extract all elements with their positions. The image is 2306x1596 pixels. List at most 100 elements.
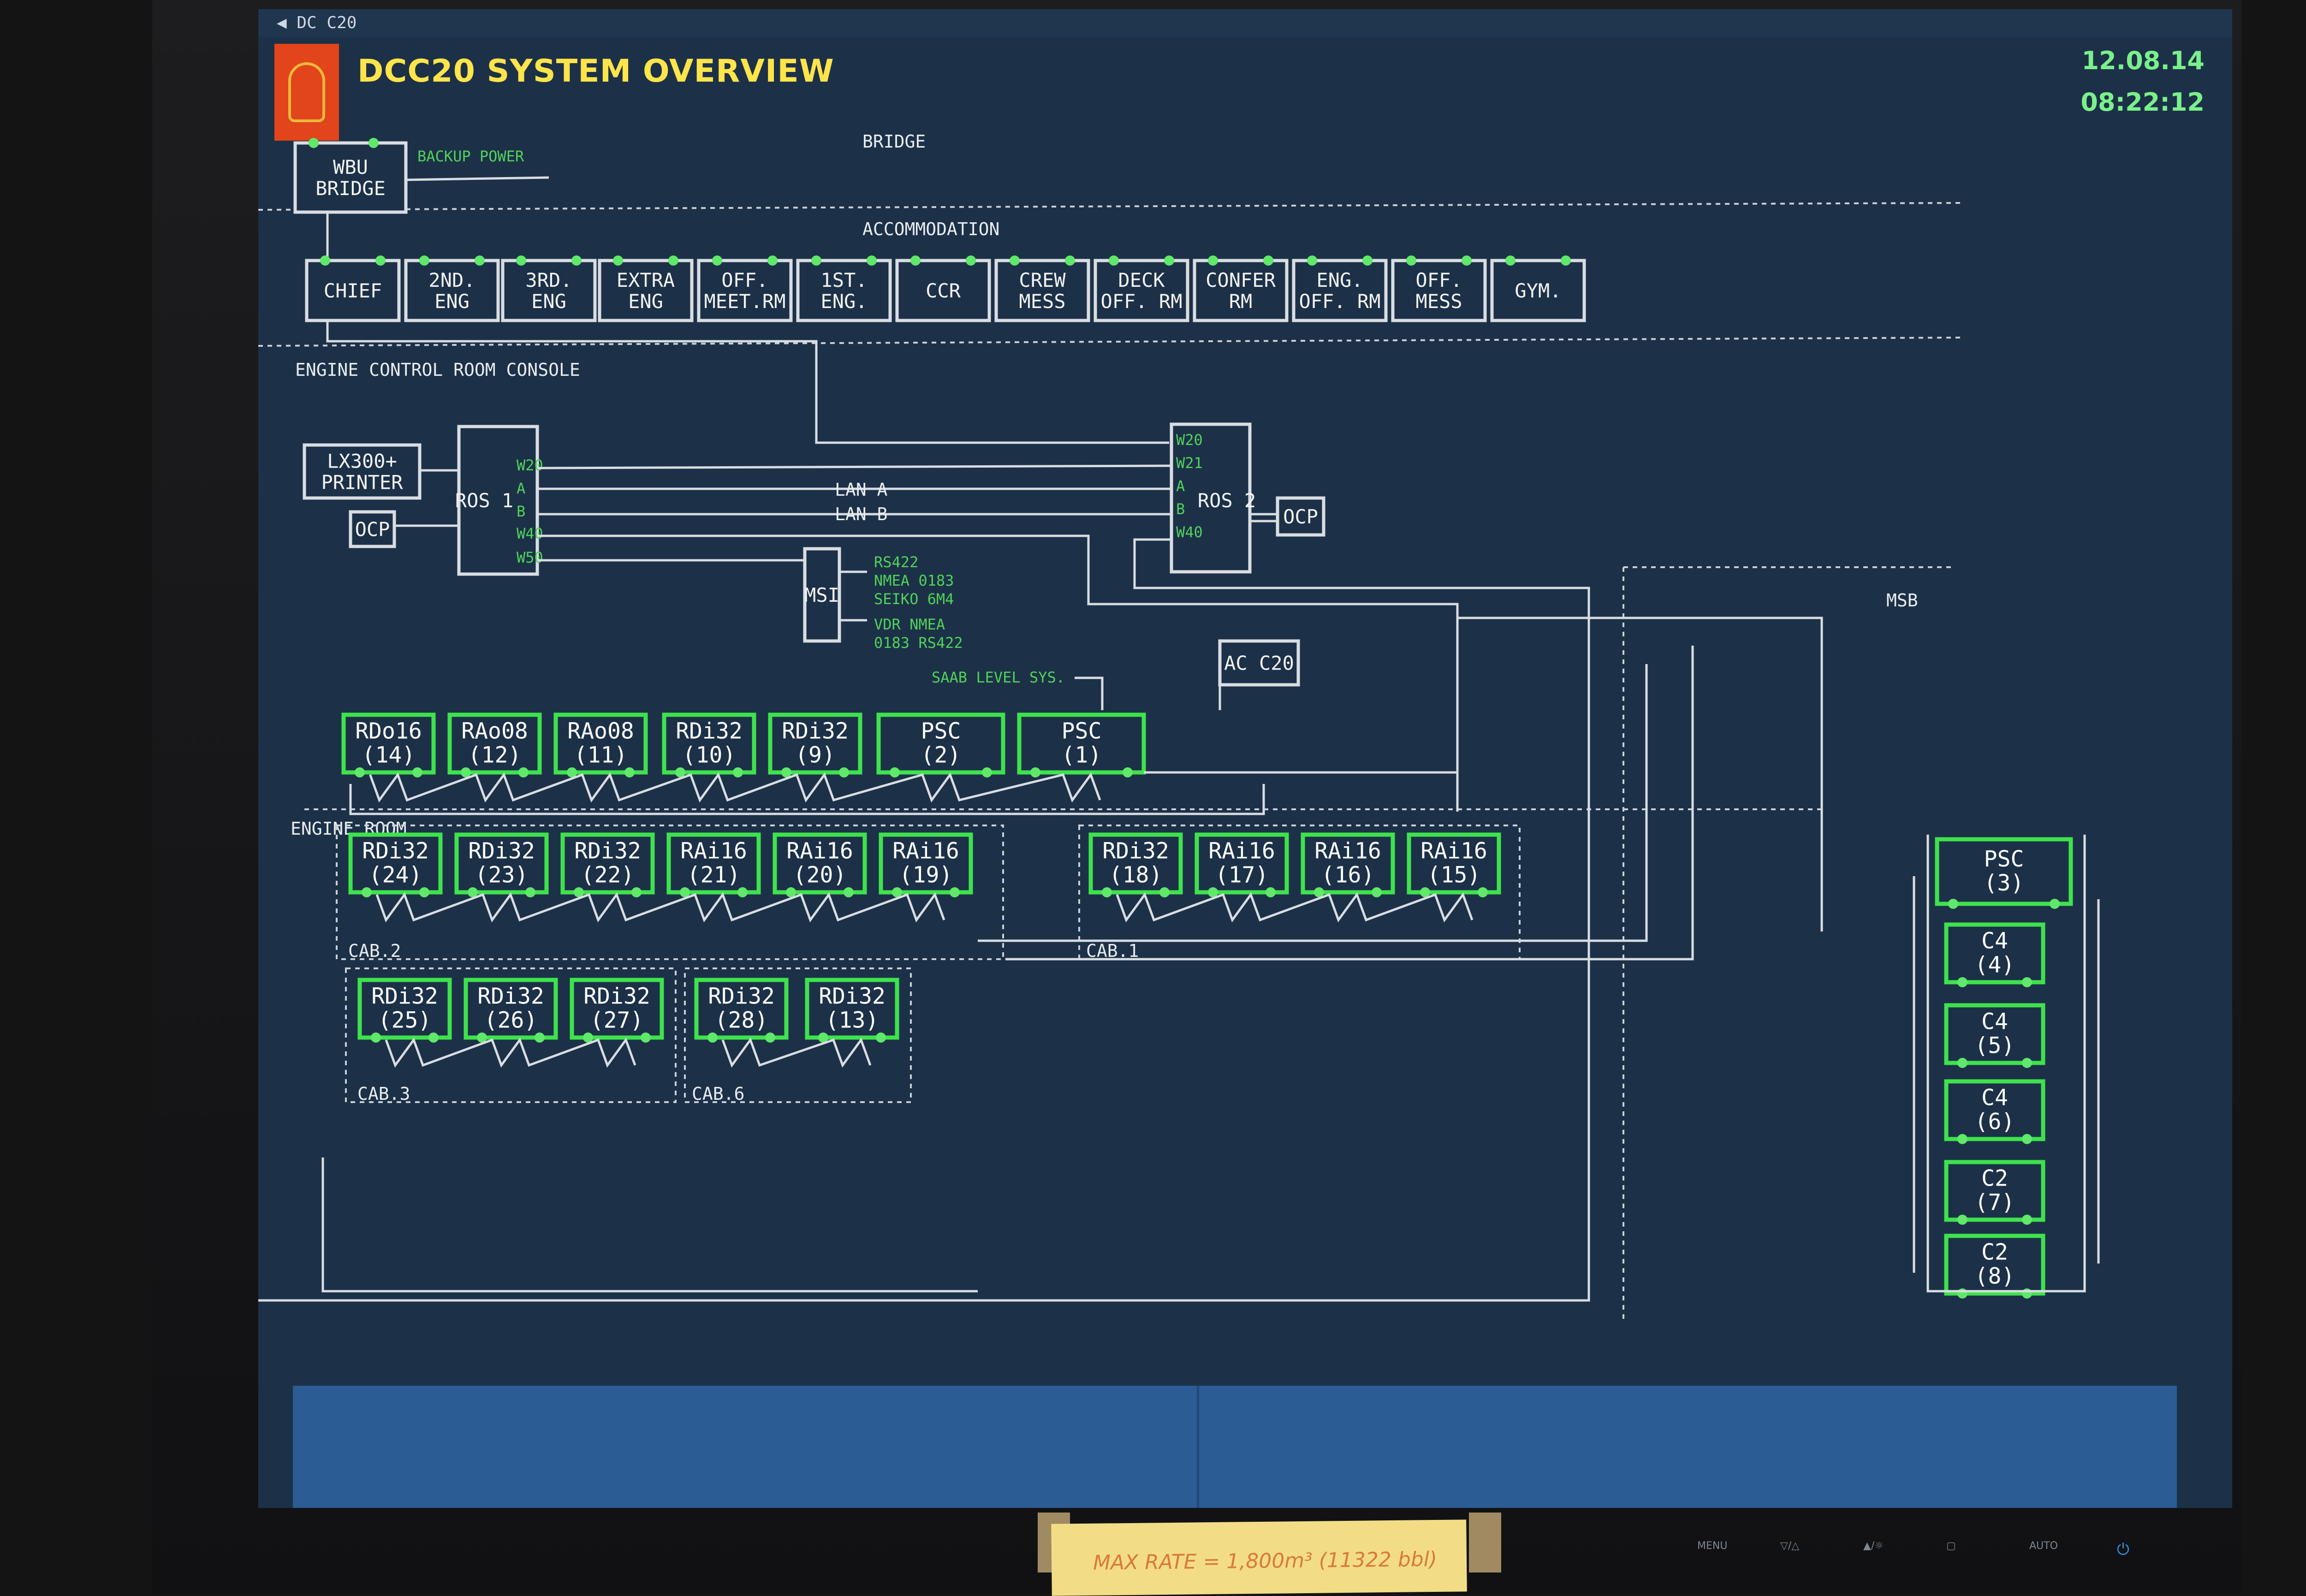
device-psc-2-[interactable]: PSC(2) — [876, 712, 1005, 775]
device-rdo16-14-[interactable]: RDo16(14) — [341, 712, 436, 775]
backup-power-label: BACKUP POWER — [417, 148, 524, 165]
accommodation-chief[interactable]: CHIEF — [305, 259, 401, 322]
cab6-rdi32-28--label: RDi32 — [708, 984, 775, 1009]
accommodation-eng-off-rm[interactable]: ENG.OFF. RM — [1292, 259, 1388, 322]
status-led — [1957, 1058, 1967, 1068]
cab2-rai16-21-[interactable]: RAi16(21) — [666, 832, 761, 895]
cab1-rai16-15-[interactable]: RAi16(15) — [1407, 832, 1501, 895]
status-led — [892, 887, 902, 897]
cab2-rdi32-24--label: RDi32 — [362, 838, 429, 864]
page-title: DCC20 SYSTEM OVERVIEW — [357, 53, 834, 89]
accommodation-ccr[interactable]: CCR — [895, 259, 991, 322]
status-led — [371, 1032, 381, 1043]
backup-power-line — [405, 176, 549, 181]
accommodation-off-meet-rm-label: MEET.RM — [704, 290, 785, 313]
cab2-rdi32-23--label: RDi32 — [468, 838, 535, 864]
cab1-rdi32-18-[interactable]: RDi32(18) — [1088, 832, 1183, 895]
printer-node[interactable]: LX300+PRINTER — [303, 443, 422, 500]
msi-node[interactable] — [803, 547, 841, 643]
status-led — [412, 767, 422, 777]
cab2-rai16-21--label: (21) — [687, 862, 741, 888]
cab3-rdi32-25-[interactable]: RDi32(25) — [357, 978, 452, 1040]
status-led — [1462, 255, 1472, 266]
accommodation-gym--label: GYM. — [1515, 279, 1561, 302]
status-led — [680, 887, 690, 897]
lan-w20-line — [537, 464, 1172, 469]
ocp-right-node[interactable]: OCP — [1276, 496, 1325, 537]
cab3-rdi32-27-[interactable]: RDi32(27) — [570, 978, 664, 1040]
cab6-rdi32-28-[interactable]: RDi32(28) — [694, 978, 789, 1040]
status-led — [477, 1032, 487, 1043]
cab2-rai16-21--label: RAi16 — [680, 838, 747, 864]
cab2-rai16-19-[interactable]: RAi16(19) — [879, 832, 973, 895]
cab3-rdi32-25--label: RDi32 — [371, 984, 438, 1009]
cab2-rdi32-22-[interactable]: RDi32(22) — [560, 832, 655, 895]
status-led — [535, 1032, 545, 1043]
accommodation-3rd-eng[interactable]: 3RD.ENG — [501, 259, 597, 322]
status-led — [613, 255, 623, 266]
status-led — [786, 887, 796, 897]
accommodation-gym-[interactable]: GYM. — [1490, 259, 1586, 322]
cab1-rai16-17-[interactable]: RAi16(17) — [1195, 832, 1289, 895]
msb-c4-6-[interactable]: C4(6) — [1944, 1079, 2045, 1141]
bottom-status-panel — [293, 1386, 2177, 1508]
ros1-label: ROS 1 — [455, 489, 513, 512]
device-rdi32-10-[interactable]: RDi32(10) — [662, 712, 756, 775]
monitor-button-3[interactable]: ▲/☼ — [1863, 1540, 1884, 1552]
device-rao08-11-[interactable]: RAo08(11) — [553, 712, 648, 775]
cab6-daisy-chain — [721, 1037, 872, 1068]
cab6-rdi32-28--label: (28) — [715, 1008, 768, 1033]
cab1-rai16-16-[interactable]: RAi16(16) — [1301, 832, 1395, 895]
monitor-button-5[interactable]: AUTO — [2029, 1540, 2058, 1552]
ros1-node[interactable] — [457, 425, 539, 576]
ros2-node[interactable] — [1170, 422, 1252, 574]
monitor-button-6[interactable]: ⏻ — [2117, 1540, 2129, 1559]
status-led — [1505, 255, 1516, 266]
cab2-rdi32-24-[interactable]: RDi32(24) — [348, 832, 443, 895]
status-led — [1010, 255, 1020, 266]
status-led — [781, 767, 791, 777]
device-rdi32-9-[interactable]: RDi32(9) — [768, 712, 862, 775]
monitor-button-2[interactable]: ▽/△ — [1780, 1540, 1800, 1552]
ac-c20-node-label: AC C20 — [1224, 652, 1294, 675]
accommodation-off-mess[interactable]: OFF.MESS — [1391, 259, 1487, 322]
cab3-rdi32-26-[interactable]: RDi32(26) — [464, 978, 558, 1040]
device-rao08-12-[interactable]: RAo08(12) — [447, 712, 542, 775]
msb-c2-8-[interactable]: C2(8) — [1944, 1234, 2045, 1296]
status-led — [631, 887, 642, 897]
time-display: 08:22:12 — [2080, 88, 2205, 117]
accommodation-off-meet-rm[interactable]: OFF.MEET.RM — [697, 259, 793, 322]
ocp-left-node[interactable]: OCP — [349, 510, 396, 548]
cab6-rdi32-13-[interactable]: RDi32(13) — [805, 978, 899, 1040]
cab2-rdi32-23-[interactable]: RDi32(23) — [454, 832, 549, 895]
cab2-rai16-20-[interactable]: RAi16(20) — [773, 832, 867, 895]
monitor-button-1[interactable]: MENU — [1697, 1540, 1728, 1552]
monitor-button-4[interactable]: ▢ — [1946, 1540, 1956, 1552]
msb-c4-4--label: C4 — [1981, 928, 2008, 954]
msb-c4-5-[interactable]: C4(5) — [1944, 1003, 2045, 1065]
status-led — [624, 767, 635, 777]
status-led — [1948, 899, 1958, 909]
device-rdo16-14--label: RDo16 — [355, 718, 422, 744]
device-psc-1-[interactable]: PSC(1) — [1017, 712, 1146, 775]
msb-c2-8--label: C2 — [1981, 1240, 2008, 1265]
msb-psc-3-[interactable]: PSC(3) — [1935, 837, 2073, 906]
ac-c20-node[interactable]: AC C20 — [1218, 639, 1300, 687]
msb-c2-7--label: C2 — [1981, 1166, 2008, 1192]
accommodation-1st-eng-[interactable]: 1ST.ENG. — [796, 259, 892, 322]
back-arrow-icon[interactable]: ◀ — [277, 13, 287, 32]
ecr-to-msb-line — [1144, 617, 1823, 931]
accommodation-2nd-eng[interactable]: 2ND.ENG — [404, 259, 500, 322]
cab6-label: CAB.6 — [692, 1084, 744, 1104]
status-led — [1266, 887, 1276, 897]
cab2-label: CAB.2 — [348, 941, 401, 961]
msb-c4-4--label: (4) — [1975, 952, 2015, 978]
msb-c2-7-[interactable]: C2(7) — [1944, 1160, 2045, 1222]
device-rao08-12--label: (12) — [468, 742, 522, 768]
msb-c4-4-[interactable]: C4(4) — [1944, 922, 2045, 985]
